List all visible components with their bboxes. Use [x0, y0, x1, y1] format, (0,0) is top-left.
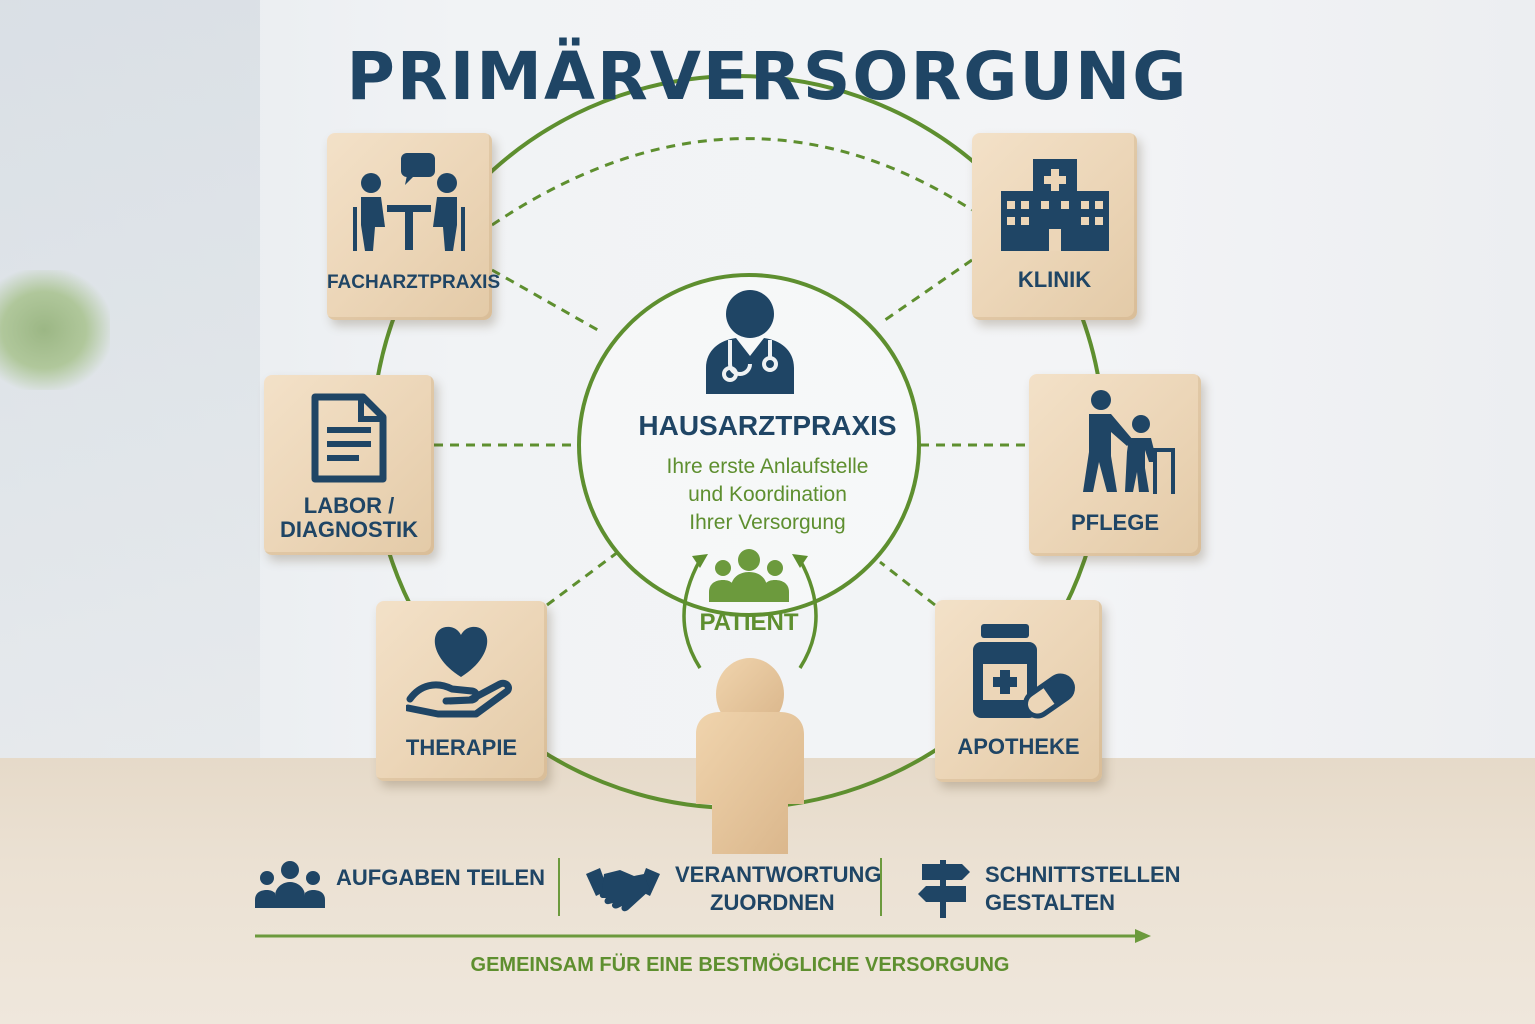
- footer-item-1-line-1: AUFGABEN TEILEN: [336, 865, 545, 890]
- page-title: PRIMÄRVERSORGUNG: [346, 38, 1189, 115]
- medicine-icon: [973, 624, 1075, 719]
- center-subtitle-line-2: und Koordination: [688, 483, 847, 506]
- arrowhead-right: [792, 554, 808, 568]
- footer-item-2-line-1: VERANTWORTUNG: [675, 862, 882, 887]
- block-label: APOTHEKE: [957, 734, 1080, 759]
- block-label: THERAPIE: [405, 735, 518, 760]
- block-label: PFLEGE: [1070, 510, 1159, 535]
- top-dashed-arc: [491, 137, 973, 227]
- center-subtitle-line-1: Ihre erste Anlaufstelle: [666, 455, 869, 478]
- footer-item-3-line-1: SCHNITTSTELLEN: [985, 862, 1181, 887]
- block-label: KLINIK: [1017, 267, 1092, 292]
- connector-therapie: [546, 550, 619, 607]
- block-facharztpraxis: FACHARZTPRAXIS: [327, 133, 501, 320]
- footer-item-2-line-2: ZUORDNEN: [710, 890, 835, 915]
- handshake-icon: [586, 868, 660, 912]
- connector-apotheke: [879, 560, 936, 607]
- patient-label: PATIENT: [699, 609, 799, 636]
- block-therapie: THERAPIE: [376, 601, 547, 781]
- document-icon: [311, 393, 387, 483]
- patient-arrow-right: [798, 559, 818, 669]
- progress-arrow: [255, 929, 1151, 943]
- heart-hand-icon: [406, 626, 512, 718]
- connector-klinik: [884, 258, 973, 322]
- signpost-icon: [918, 860, 970, 918]
- hospital-icon: [1001, 159, 1109, 251]
- block-pflege: PFLEGE: [1029, 374, 1201, 556]
- arrowhead-left: [692, 554, 708, 568]
- block-label-line-2: DIAGNOSTIK: [279, 517, 419, 542]
- block-label-line-1: LABOR /: [303, 493, 395, 518]
- block-label: FACHARZTPRAXIS: [327, 272, 501, 293]
- connector-facharzt: [491, 268, 604, 335]
- block-klinik: KLINIK: [972, 133, 1137, 320]
- doctor-icon: [706, 290, 794, 394]
- background-plant: [0, 270, 110, 390]
- footer-tagline: GEMEINSAM FÜR EINE BESTMÖGLICHE VERSORGU…: [470, 954, 1010, 976]
- patient-arrow-left: [682, 559, 702, 669]
- footer-separator: [880, 858, 882, 916]
- center-subtitle-line-3: Ihrer Versorgung: [689, 511, 846, 534]
- center-title: HAUSARZTPRAXIS: [638, 410, 897, 441]
- group-icon: [255, 861, 325, 908]
- footer-separator: [558, 858, 560, 916]
- footer-item-3-line-2: GESTALTEN: [985, 890, 1115, 915]
- block-apotheke: APOTHEKE: [935, 600, 1102, 782]
- consultation-icon: [353, 153, 465, 251]
- inner-circle: [577, 273, 921, 617]
- wooden-figure: [696, 658, 804, 854]
- patient-group-icon: [709, 549, 789, 602]
- caregiver-icon: [1083, 390, 1175, 494]
- block-labor: LABOR / DIAGNOSTIK: [264, 375, 434, 555]
